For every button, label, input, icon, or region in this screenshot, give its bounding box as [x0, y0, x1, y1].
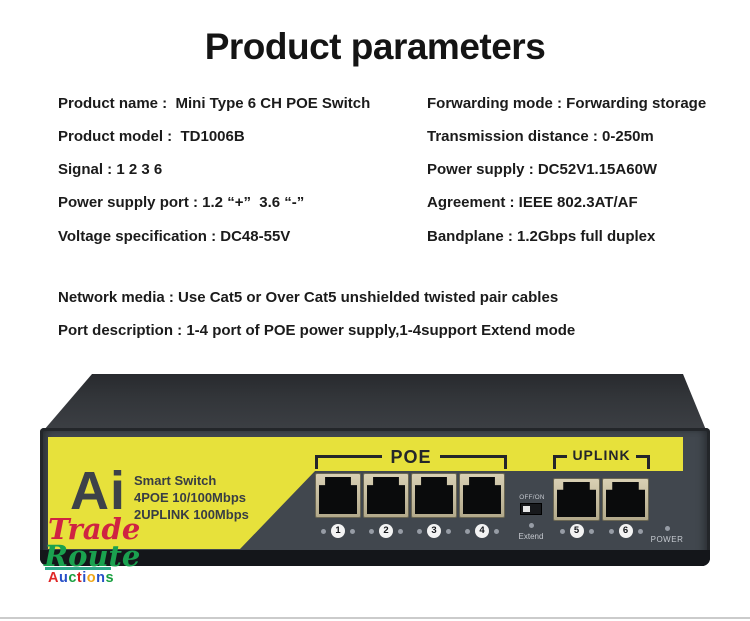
- panel-line-poe-speed: 4POE 10/100Mbps: [134, 490, 246, 505]
- uplink-group-label: UPLINK: [567, 447, 636, 463]
- port-indicator-cell: 6: [602, 524, 649, 538]
- port-led: [608, 528, 614, 534]
- bottom-border-line: [0, 617, 750, 619]
- port-led: [417, 528, 422, 534]
- switch-knob: [523, 506, 530, 512]
- rj45-port: [411, 473, 457, 518]
- spec-transmission-distance: Transmission distance : 0-250m: [427, 128, 654, 145]
- rj45-jack-opening: [367, 477, 405, 514]
- port-indicator-cell: 1: [315, 524, 361, 538]
- device-bottom-edge: [40, 550, 710, 566]
- port-led: [559, 528, 565, 534]
- brand-logo: Ai: [70, 461, 126, 521]
- poe-bracket-cap-right: [504, 455, 507, 469]
- spec-port-description: Port description : 1-4 port of POE power…: [58, 322, 576, 339]
- spec-bandplane: Bandplane : 1.2Gbps full duplex: [427, 228, 656, 245]
- watermark-underline: [45, 567, 111, 570]
- poe-ports-row: [315, 473, 505, 518]
- spec-forwarding-mode: Forwarding mode : Forwarding storage: [427, 95, 707, 112]
- port-number-badge: 6: [618, 524, 633, 538]
- port-led: [637, 528, 643, 534]
- watermark-letter: o: [86, 570, 97, 586]
- port-led: [494, 528, 499, 534]
- offon-label: OFF/ON: [519, 494, 545, 501]
- rj45-jack-opening: [463, 477, 501, 514]
- power-indicator-column: POWER: [640, 526, 694, 544]
- port-led: [465, 528, 470, 534]
- watermark-letter: u: [58, 570, 69, 586]
- port-number-badge: 3: [427, 524, 441, 538]
- rj45-port: [553, 478, 600, 521]
- spec-signal: Signal : 1 2 3 6: [58, 161, 163, 178]
- port-led: [446, 528, 451, 534]
- device-front-face: Ai Smart Switch 4POE 10/100Mbps 2UPLINK …: [40, 428, 710, 566]
- port-indicator-cell: 2: [363, 524, 409, 538]
- watermark-letter: t: [76, 570, 83, 586]
- rj45-port: [459, 473, 505, 518]
- spec-power-supply-port: Power supply port : 1.2 “+” 3.6 “-”: [58, 194, 305, 211]
- power-label: POWER: [650, 535, 684, 544]
- spec-product-name: Product name : Mini Type 6 CH POE Switch: [58, 95, 371, 112]
- device-top-face: [44, 374, 706, 430]
- poe-bracket-cap-left: [315, 455, 318, 469]
- spec-voltage: Voltage specification : DC48-55V: [58, 228, 291, 245]
- port-number-badge: 1: [331, 524, 345, 538]
- power-led: [664, 526, 670, 531]
- rj45-jack-opening: [606, 482, 645, 517]
- poe-switch-photo: Ai Smart Switch 4POE 10/100Mbps 2UPLINK …: [38, 370, 712, 570]
- rj45-jack-opening: [319, 477, 357, 514]
- page-title: Product parameters: [204, 26, 546, 67]
- port-led: [369, 528, 374, 534]
- rj45-jack-opening: [557, 482, 596, 517]
- port-number-badge: 4: [475, 524, 489, 538]
- watermark-letter: s: [105, 570, 115, 586]
- spec-product-model: Product model : TD1006B: [58, 128, 245, 145]
- poe-group-label: POE: [382, 447, 440, 468]
- watermark-auctions: Auctions: [48, 570, 114, 586]
- port-indicator-cell: 5: [553, 524, 600, 538]
- spec-power-supply: Power supply : DC52V1.15A60W: [427, 161, 658, 178]
- rj45-port: [602, 478, 649, 521]
- extend-mode-switch: [520, 503, 542, 515]
- spec-network-media: Network media : Use Cat5 or Over Cat5 un…: [58, 289, 559, 306]
- panel-line-smart-switch: Smart Switch: [134, 473, 217, 488]
- watermark-route: Route: [44, 539, 141, 573]
- extend-switch-column: OFF/ON Extend: [518, 494, 545, 541]
- uplink-port-group-bracket: UPLINK: [553, 447, 650, 469]
- uplink-ports-row: [553, 478, 649, 521]
- port-number-badge: 2: [379, 524, 393, 538]
- extend-led: [528, 523, 534, 528]
- rj45-port: [363, 473, 409, 518]
- port-indicator-cell: 4: [459, 524, 505, 538]
- spec-agreement: Agreement : IEEE 802.3AT/AF: [427, 194, 638, 211]
- port-led: [588, 528, 594, 534]
- port-led: [398, 528, 403, 534]
- rj45-jack-opening: [415, 477, 453, 514]
- poe-port-group-bracket: POE: [315, 447, 507, 469]
- watermark-letter: i: [82, 570, 87, 586]
- watermark-trade: Trade: [48, 512, 141, 546]
- uplink-bracket-cap-right: [647, 455, 650, 469]
- uplink-bracket-cap-left: [553, 455, 556, 469]
- port-led: [321, 528, 326, 534]
- extend-label: Extend: [518, 532, 544, 541]
- watermark-letter: A: [48, 570, 59, 586]
- port-number-badge: 5: [569, 524, 584, 538]
- watermark-letter: c: [68, 570, 77, 586]
- port-led: [350, 528, 355, 534]
- port-indicator-cell: 3: [411, 524, 457, 538]
- panel-spec-lines: Smart Switch 4POE 10/100Mbps 2UPLINK 100…: [134, 472, 249, 523]
- rj45-port: [315, 473, 361, 518]
- poe-indicators-row: 1 2 3 4: [315, 524, 505, 538]
- watermark-letter: n: [96, 570, 106, 586]
- panel-line-uplink-speed: 2UPLINK 100Mbps: [134, 507, 249, 522]
